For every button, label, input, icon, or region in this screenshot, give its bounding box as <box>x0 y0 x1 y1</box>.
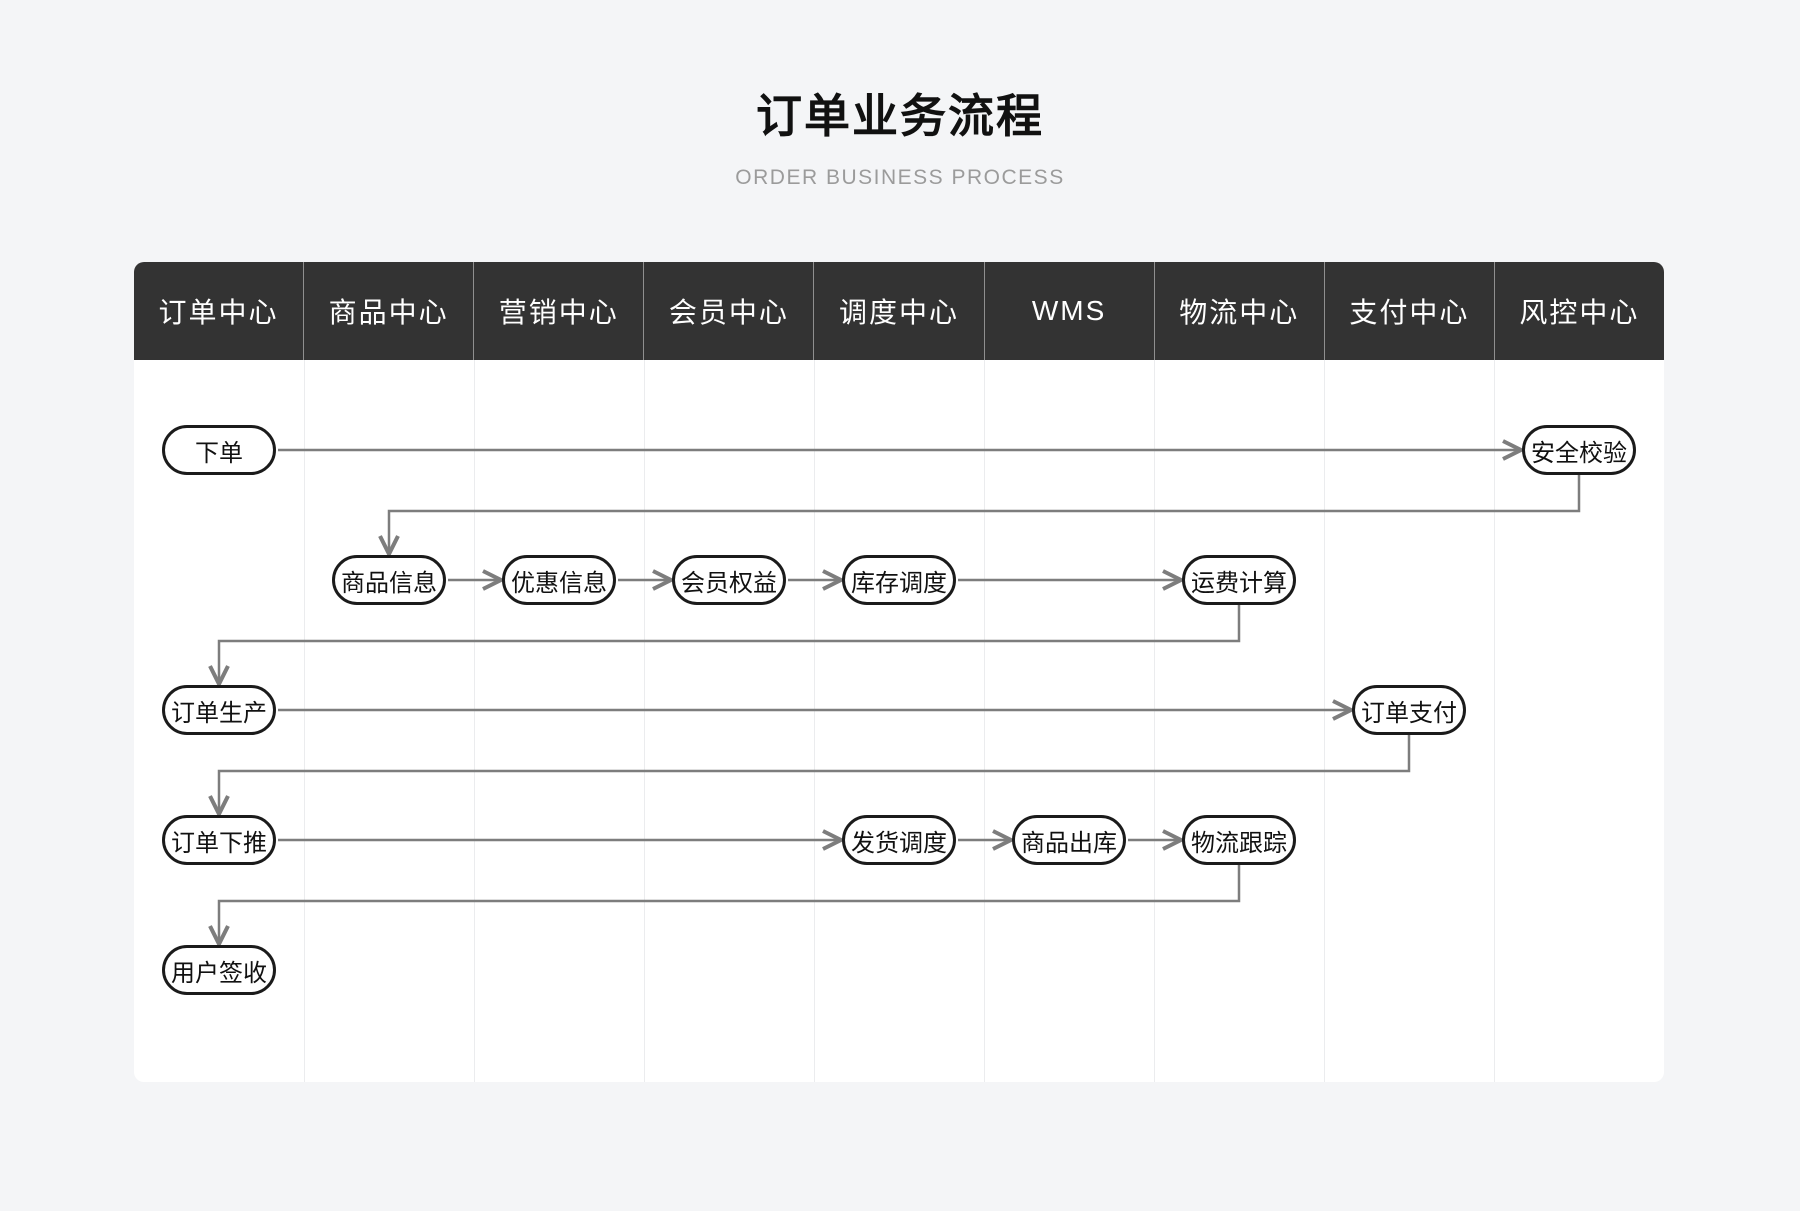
node-freight-calculation: 运费计算 <box>1182 555 1296 605</box>
connector-layer <box>134 360 1581 1082</box>
node-logistics-tracking: 物流跟踪 <box>1182 815 1296 865</box>
diagram-canvas: 下单 安全校验商品信息 优惠信息 会员权益 库存调度 运费计算订单生产 订单支付订单下推 发货… <box>134 360 1664 1082</box>
lane-divider <box>814 360 815 1082</box>
lane-header-3: 会员中心 <box>644 262 815 360</box>
edge-logistics-tracking-to-user-sign-receipt <box>219 865 1241 944</box>
node-user-sign-receipt: 用户签收 <box>162 945 276 995</box>
lane-divider <box>984 360 985 1082</box>
lane-header-6: 物流中心 <box>1155 262 1325 360</box>
lane-divider <box>304 360 305 1082</box>
node-place-order: 下单 <box>162 425 276 475</box>
edge-order-payment-to-order-push-down <box>219 735 1411 814</box>
node-product-info: 商品信息 <box>332 555 446 605</box>
lane-divider <box>474 360 475 1082</box>
edge-freight-calculation-to-order-production <box>219 605 1241 684</box>
lane-divider <box>1494 360 1495 1082</box>
lane-header-0: 订单中心 <box>134 262 305 360</box>
node-delivery-scheduling: 发货调度 <box>842 815 956 865</box>
lane-header-7: 支付中心 <box>1325 262 1495 360</box>
node-order-production: 订单生产 <box>162 685 276 735</box>
lane-header-5: WMS <box>985 262 1155 360</box>
node-discount-info: 优惠信息 <box>502 555 616 605</box>
node-member-benefits: 会员权益 <box>672 555 786 605</box>
edge-security-check-to-product-info <box>389 475 1581 554</box>
lane-divider <box>1324 360 1325 1082</box>
lane-divider <box>1154 360 1155 1082</box>
page-title: 订单业务流程 <box>756 90 1044 142</box>
lane-header-4: 调度中心 <box>814 262 985 360</box>
lane-divider <box>644 360 645 1082</box>
node-inventory-scheduling: 库存调度 <box>842 555 956 605</box>
node-goods-outbound: 商品出库 <box>1012 815 1126 865</box>
lane-header-1: 商品中心 <box>304 262 475 360</box>
lane-header-2: 营销中心 <box>474 262 645 360</box>
node-security-check: 安全校验 <box>1522 425 1636 475</box>
page-subtitle: ORDER BUSINESS PROCESS <box>735 166 1065 189</box>
lane-header-8: 风控中心 <box>1519 297 1640 328</box>
node-order-payment: 订单支付 <box>1352 685 1466 735</box>
node-order-push-down: 订单下推 <box>162 815 276 865</box>
